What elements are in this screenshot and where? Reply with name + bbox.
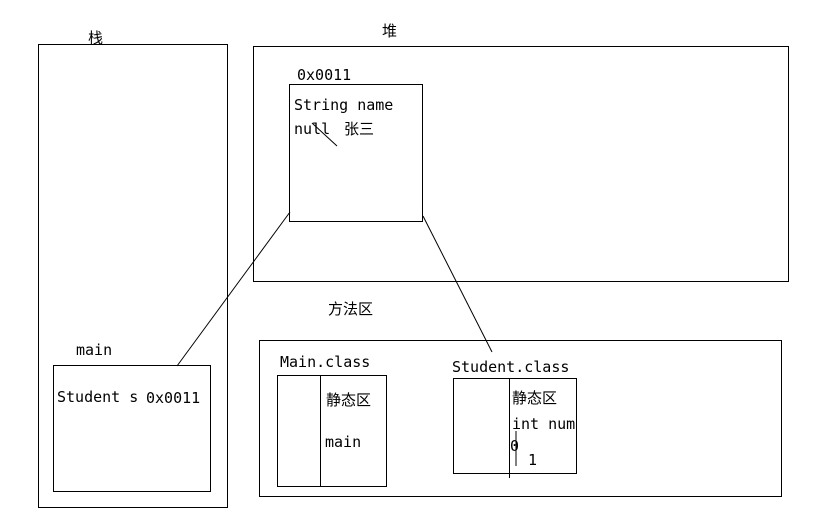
num-field: int num	[512, 415, 576, 433]
main-method: main	[325, 433, 362, 451]
heap-to-student-class-line	[422, 215, 493, 353]
student-class-box	[453, 378, 577, 474]
stack-title: 栈	[88, 29, 104, 47]
stack-to-heap-line	[176, 211, 291, 367]
student-object	[289, 84, 423, 222]
student-class-divider	[509, 378, 510, 478]
name-new-value: 张三	[344, 120, 375, 138]
main-static-label: 静态区	[326, 391, 372, 409]
main-frame	[53, 365, 211, 492]
name-field: String name	[294, 96, 394, 114]
student-variable: Student s	[57, 388, 139, 406]
stack-region	[38, 44, 228, 508]
student-static-label: 静态区	[512, 389, 558, 407]
null-strike-line	[311, 122, 338, 147]
method-area-region	[259, 340, 782, 497]
main-frame-label: main	[76, 341, 113, 359]
main-class-name: Main.class	[280, 353, 371, 371]
student-variable-address: 0x0011	[146, 389, 201, 407]
student-class-name: Student.class	[452, 358, 570, 376]
main-class-box	[277, 375, 387, 487]
name-old-value: null	[294, 120, 331, 138]
num-old-value: 0	[510, 437, 520, 455]
method-area-title: 方法区	[328, 300, 374, 318]
heap-title: 堆	[382, 22, 398, 40]
num-new-value: 1	[528, 451, 538, 469]
main-class-divider	[320, 375, 321, 487]
heap-object-address: 0x0011	[297, 66, 352, 84]
heap-region	[253, 46, 789, 282]
